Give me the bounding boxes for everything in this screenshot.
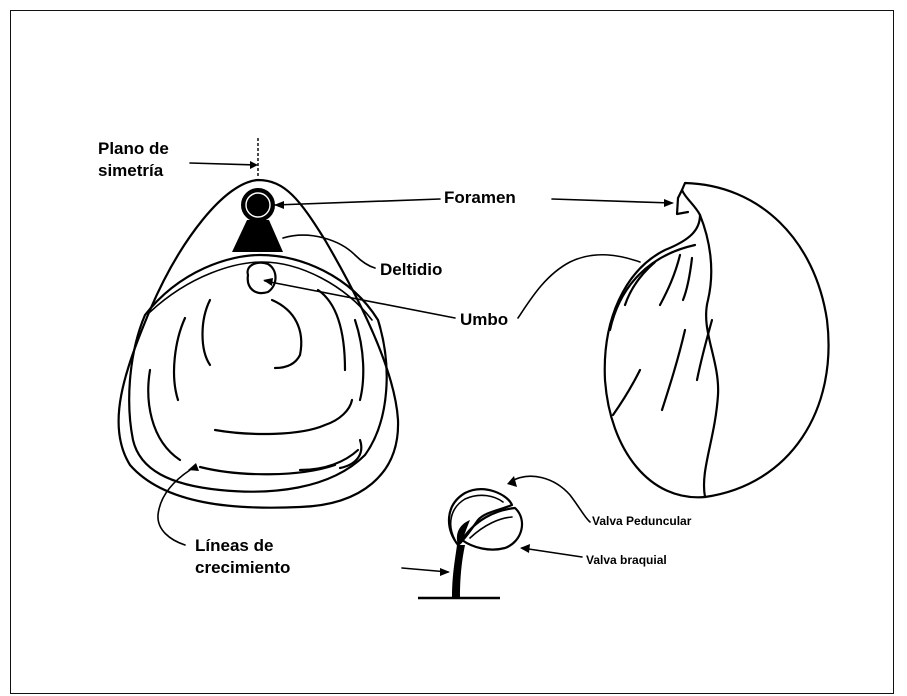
leader-umbo-left [265,281,455,318]
label-deltidio: Deltidio [380,260,442,279]
foramen-notch [677,190,688,214]
foramen-hole [242,189,274,221]
label-foramen: Foramen [444,188,516,207]
lateral-view-shell [605,183,829,497]
label-lineas-line2: crecimiento [195,558,290,577]
small-brachial-valve [462,508,522,550]
labels: Plano de simetría Foramen Deltidio Umbo … [98,139,692,577]
small-brachial-valve-inner [470,517,512,538]
label-plano-line2: simetría [98,161,164,180]
brachial-valve-outline [129,255,386,492]
label-valva-braquial: Valva braquial [586,553,667,567]
lateral-growth-lines [613,255,712,415]
label-umbo: Umbo [460,310,508,329]
pedicle-shell-figure [418,489,522,598]
leader-plano [190,163,256,165]
dorsal-view-shell [119,180,399,508]
leader-foramen-right [552,199,672,203]
umbo-outline [248,263,276,293]
leader-deltidio [283,235,375,268]
leader-umbo-right [518,255,640,318]
leader-valva-braquial [522,548,582,557]
growth-lines [148,290,363,474]
label-valva-peduncular: Valva Peduncular [592,514,692,528]
leader-valva-peduncular [510,476,590,522]
deltidium-plate [232,220,283,252]
label-plano-line1: Plano de [98,139,169,158]
lateral-outer-outline [605,183,829,497]
pedicle-stalk [452,545,465,598]
label-lineas-line1: Líneas de [195,536,273,555]
brachial-valve-rim [150,262,372,320]
